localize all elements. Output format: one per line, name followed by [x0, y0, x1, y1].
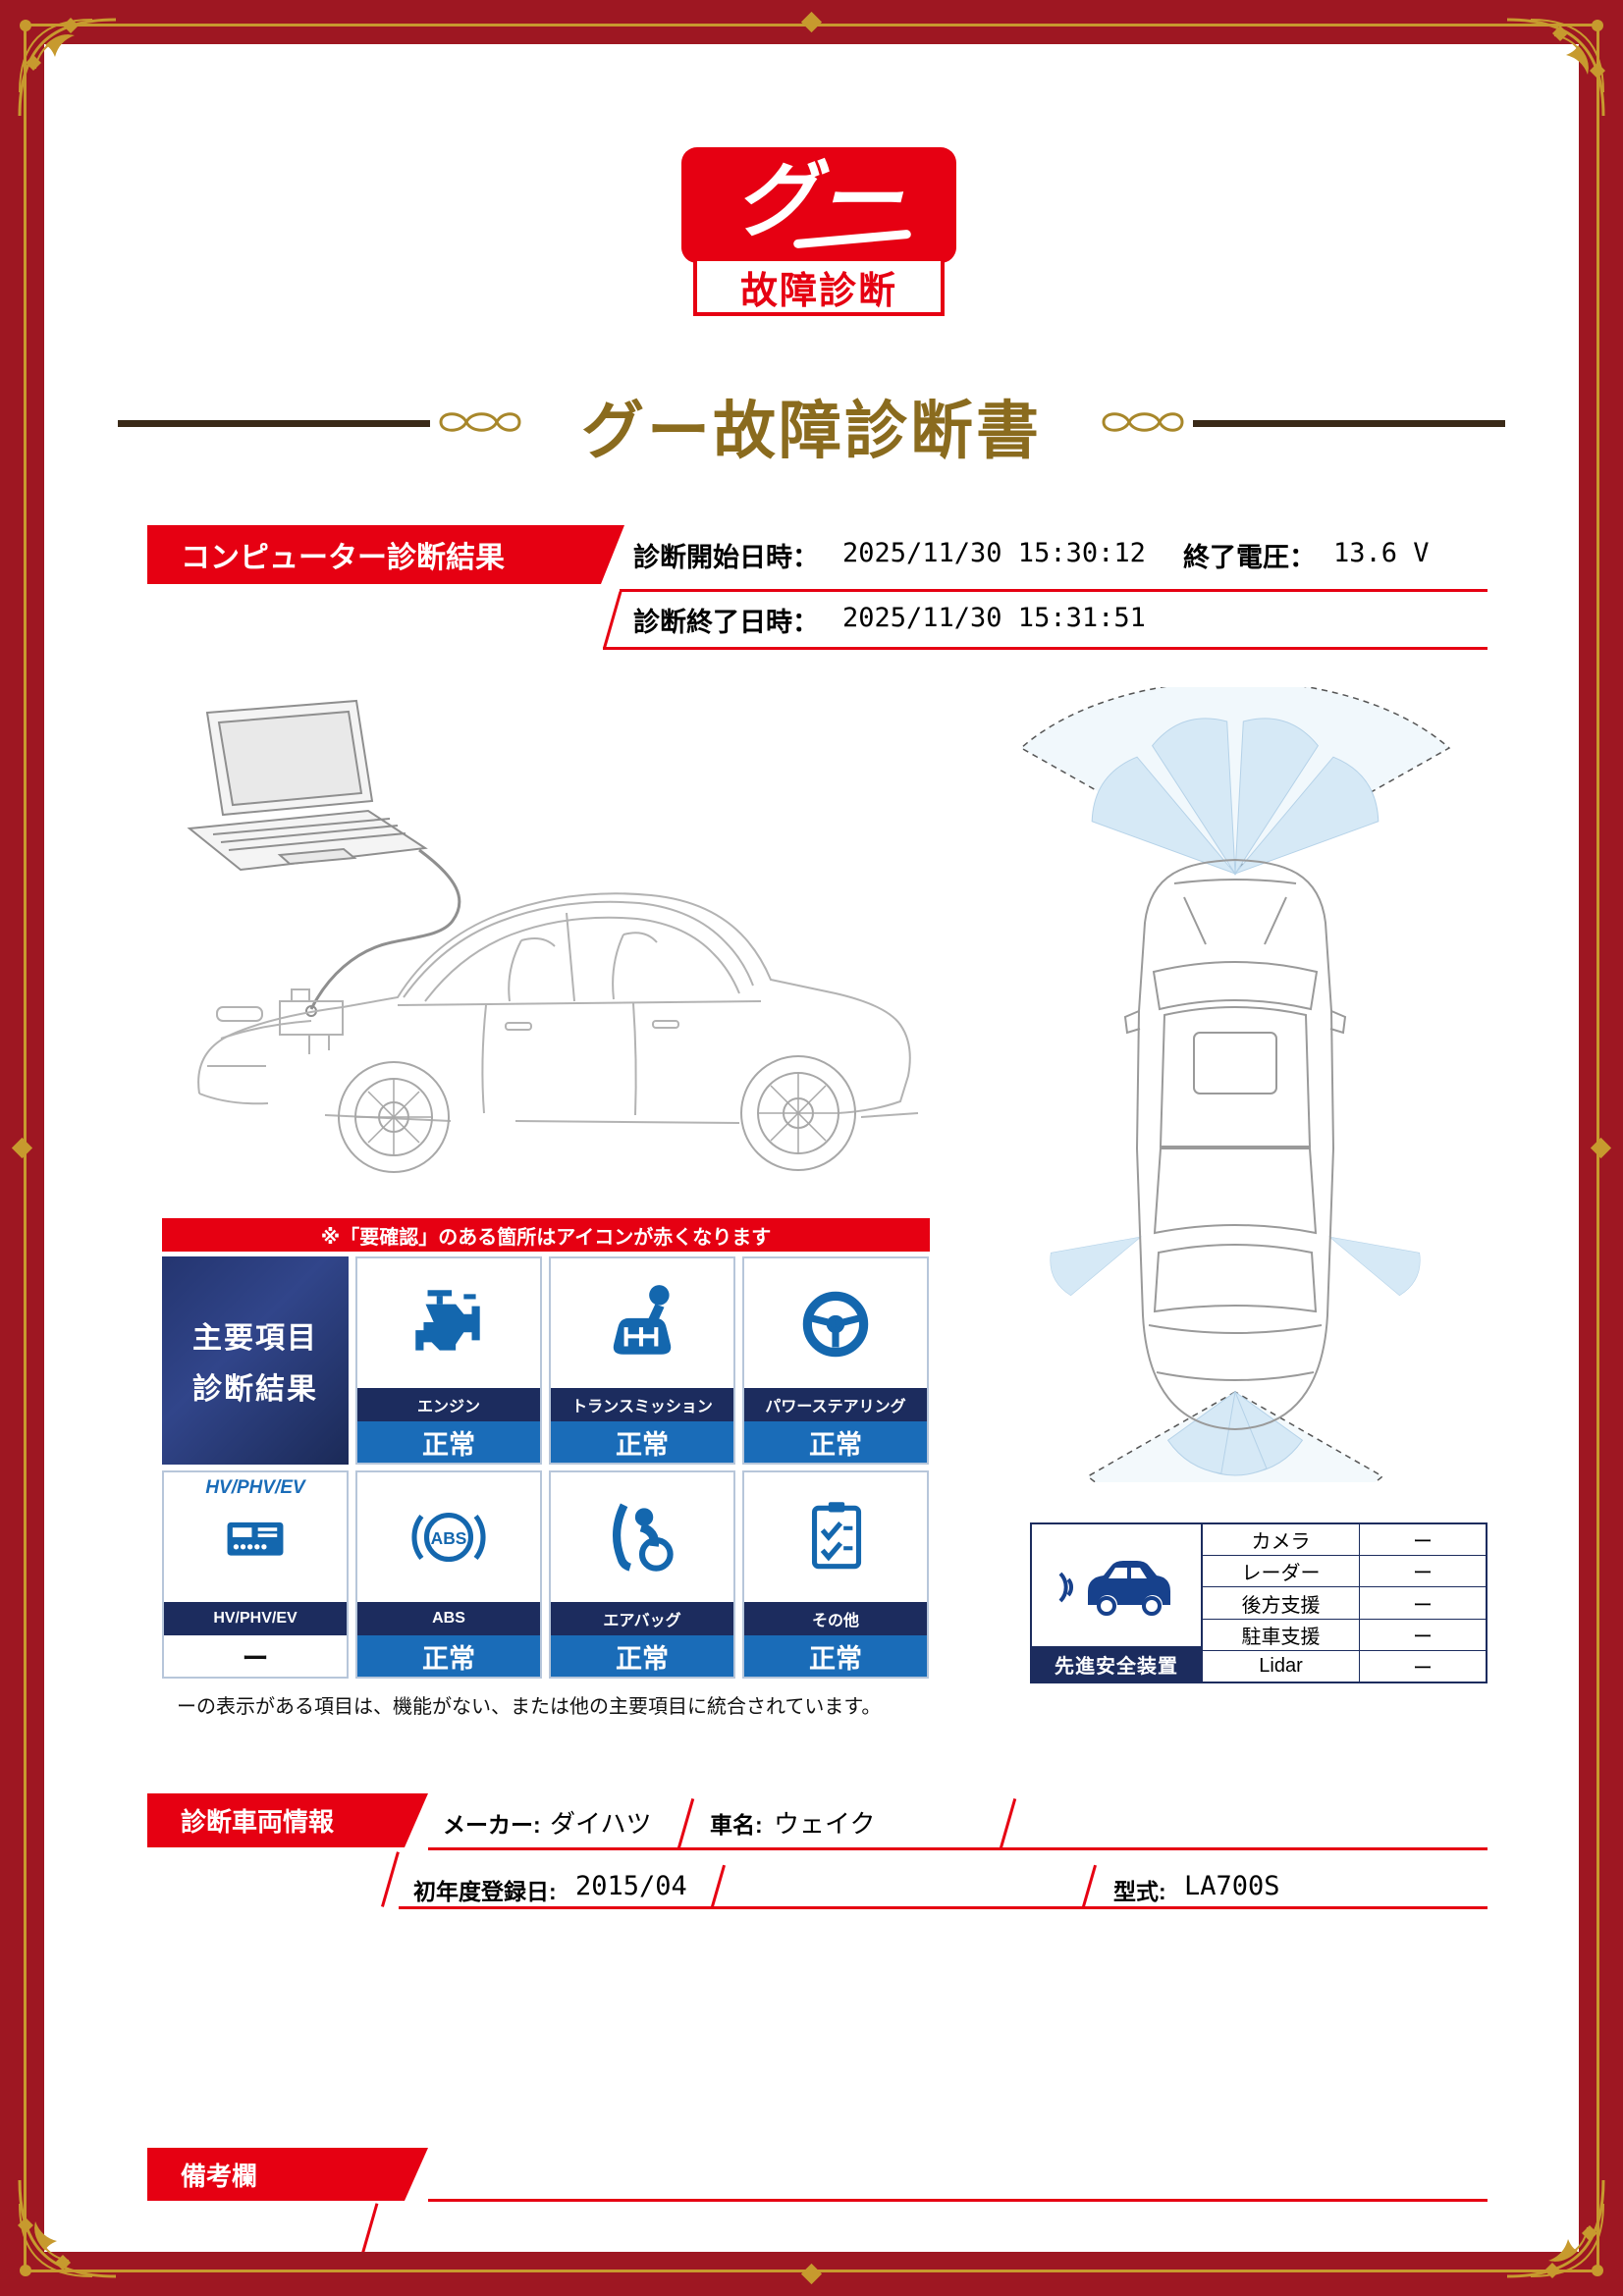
tile-hv-label: HV/PHV/EV	[164, 1602, 347, 1635]
tile-abs: ABS ABS 正常	[355, 1470, 542, 1679]
tile-abs-label: ABS	[357, 1602, 540, 1635]
title-rule-left	[118, 420, 430, 427]
end-voltage-value: 13.6 V	[1333, 538, 1430, 568]
main-results-header-tile: 主要項目 診断結果	[162, 1256, 349, 1465]
corner-ornament-icon	[1506, 2179, 1605, 2278]
corner-ornament-icon	[18, 2179, 117, 2278]
car-side-illustration	[187, 699, 919, 1173]
main-results-header-line2: 診断結果	[192, 1373, 318, 1406]
car-top-illustration	[1019, 687, 1451, 1482]
advanced-safety-icon-box: 先進安全装置	[1030, 1522, 1203, 1683]
tile-other-label: その他	[744, 1602, 927, 1635]
maker-label: メーカー:	[443, 1812, 541, 1838]
divider-line	[399, 1906, 1488, 1909]
goo-logo: グー	[681, 147, 956, 263]
advanced-safety-table: カメラ ー レーダー ー 後方支援 ー 駐車支援 ー Lidar ー	[1203, 1522, 1488, 1683]
safety-row-lidar: Lidar ー	[1203, 1650, 1486, 1682]
vehicle-info-banner-label: 診断車両情報	[181, 1807, 335, 1837]
first-registration-value: 2015/04	[575, 1871, 687, 1901]
tile-airbag: エアバッグ 正常	[549, 1470, 735, 1679]
first-registration-label: 初年度登録日:	[413, 1879, 557, 1904]
corner-ornament-icon	[1506, 18, 1605, 117]
airbag-icon	[551, 1472, 733, 1602]
title-flourish-icon	[439, 412, 521, 432]
attention-notice: ※「要確認」のある箇所はアイコンが赤くなります	[162, 1218, 930, 1252]
tile-abs-status: 正常	[357, 1635, 540, 1677]
safety-row-camera: カメラ ー	[1203, 1524, 1486, 1557]
maker-value: ダイハツ	[550, 1809, 652, 1839]
tile-transmission: トランスミッション 正常	[549, 1256, 735, 1465]
tile-airbag-label: エアバッグ	[551, 1602, 733, 1635]
tile-power-steering-status: 正常	[744, 1421, 927, 1463]
tile-other: その他 正常	[742, 1470, 929, 1679]
hv-ev-unit-icon	[164, 1472, 347, 1602]
safety-row-rear-support: 後方支援 ー	[1203, 1587, 1486, 1620]
divider-slash	[1082, 1864, 1098, 1907]
attention-notice-text: ※「要確認」のある箇所はアイコンが赤くなります	[320, 1226, 772, 1249]
tile-engine-status: 正常	[357, 1421, 540, 1463]
results-footnote: ーの表示がある項目は、機能がない、または他の主要項目に統合されています。	[177, 1696, 882, 1718]
end-datetime-label: 診断終了日時：	[633, 608, 819, 637]
tile-power-steering: パワーステアリング 正常	[742, 1256, 929, 1465]
start-datetime-label: 診断開始日時：	[633, 543, 819, 572]
divider-line	[428, 2199, 1488, 2202]
main-results-header-line1: 主要項目	[192, 1322, 318, 1355]
abs-icon: ABS	[357, 1472, 540, 1602]
goo-logo-text: グー	[733, 154, 903, 246]
divider-line	[603, 647, 1488, 650]
tile-transmission-label: トランスミッション	[551, 1388, 733, 1421]
start-datetime-value: 2025/11/30 15:30:12	[842, 538, 1146, 568]
tile-hv-top-label: HV/PHV/EV	[205, 1477, 305, 1498]
tile-transmission-status: 正常	[551, 1421, 733, 1463]
tile-hv-status: ー	[164, 1635, 347, 1677]
logo-subtitle: 故障診断	[739, 270, 897, 312]
title-flourish-icon	[1102, 412, 1184, 432]
model-code-label: 型式:	[1113, 1879, 1166, 1904]
title-rule-right	[1193, 420, 1505, 427]
safety-row-parking-support: 駐車支援 ー	[1203, 1619, 1486, 1651]
steering-wheel-icon	[744, 1258, 927, 1388]
car-name-value: ウェイク	[774, 1809, 876, 1839]
divider-slash	[381, 1851, 400, 1907]
end-datetime-value: 2025/11/30 15:31:51	[842, 603, 1146, 633]
transmission-icon	[551, 1258, 733, 1388]
tile-engine: エンジン 正常	[355, 1256, 542, 1465]
divider-line	[428, 1847, 1488, 1850]
tile-other-status: 正常	[744, 1635, 927, 1677]
engine-icon	[357, 1258, 540, 1388]
model-code-value: LA700S	[1184, 1871, 1280, 1901]
car-signal-icon	[1032, 1524, 1201, 1646]
safety-row-radar: レーダー ー	[1203, 1556, 1486, 1588]
checklist-icon	[744, 1472, 927, 1602]
logo-subtitle-box: 故障診断	[693, 257, 945, 316]
advanced-safety-panel: 先進安全装置 カメラ ー レーダー ー 後方支援 ー 駐車支援 ー Lidar …	[1030, 1522, 1488, 1683]
computer-diagnosis-banner-label: コンピューター診断結果	[181, 542, 505, 574]
corner-ornament-icon	[18, 18, 117, 117]
tile-airbag-status: 正常	[551, 1635, 733, 1677]
divider-slash	[677, 1798, 695, 1848]
divider-slash	[711, 1864, 727, 1907]
tile-power-steering-label: パワーステアリング	[744, 1388, 927, 1421]
divider-line	[620, 589, 1488, 592]
divider-slash	[1000, 1798, 1017, 1848]
remarks-banner-label: 備考欄	[181, 2161, 258, 2191]
remarks-banner: 備考欄	[147, 2148, 428, 2201]
tile-hv-phv-ev: HV/PHV/EV HV/PHV/EV ー	[162, 1470, 349, 1679]
page-title: グー故障診断書	[581, 396, 1042, 466]
svg-text:ABS: ABS	[431, 1528, 467, 1548]
end-voltage-label: 終了電圧：	[1183, 543, 1316, 572]
vehicle-info-banner: 診断車両情報	[147, 1793, 428, 1847]
car-name-label: 車名:	[710, 1812, 763, 1838]
advanced-safety-label: 先進安全装置	[1032, 1646, 1201, 1682]
divider-slash	[603, 591, 622, 649]
computer-diagnosis-banner: コンピューター診断結果	[147, 525, 624, 584]
tile-engine-label: エンジン	[357, 1388, 540, 1421]
